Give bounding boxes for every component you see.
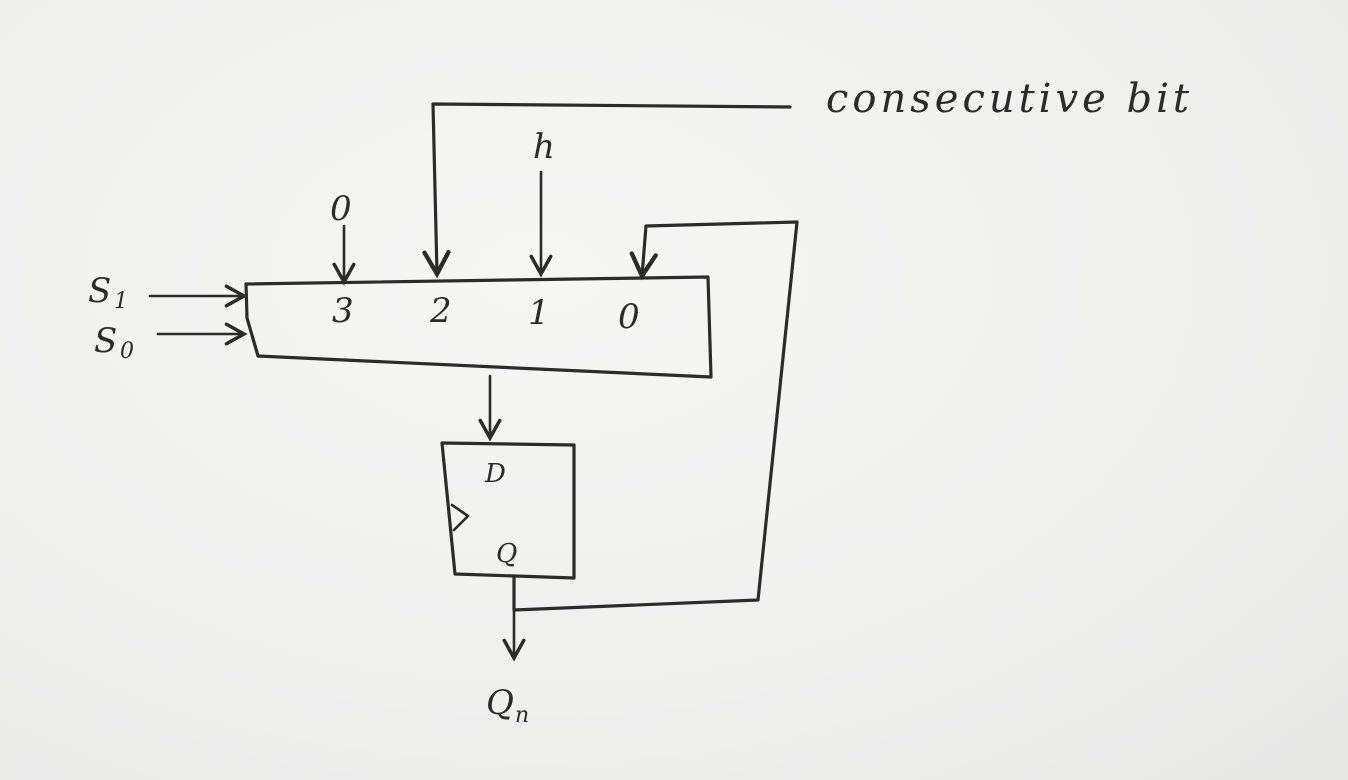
d-flipflop-block <box>440 441 576 580</box>
select-s0-subscript: 0 <box>120 339 134 364</box>
h-source-label: h <box>533 127 555 167</box>
constant-zero-source: 0 <box>330 189 352 229</box>
flipflop-d-label: D <box>484 459 506 489</box>
mux-input-label-3: 3 <box>332 291 354 331</box>
flipflop-q-label: Q <box>496 539 517 569</box>
output-q-letter: Q <box>486 683 514 723</box>
mux-input-label-2: 2 <box>429 291 452 331</box>
mux-input-label-1: 1 <box>528 293 550 333</box>
consecutive-bit-annotation: consecutive bit <box>826 76 1193 122</box>
mux-block <box>244 275 713 379</box>
consecutive-bit-line <box>422 102 792 279</box>
select-s1-letter: S <box>88 271 111 311</box>
select-s0-letter: S <box>94 321 117 361</box>
select-s1-subscript: 1 <box>114 289 128 314</box>
output-q-subscript: n <box>515 703 529 728</box>
mux-input-label-0: 0 <box>618 297 640 337</box>
clock-triangle-icon <box>450 503 470 532</box>
feedback-wire-q-to-input-0 <box>512 220 799 612</box>
